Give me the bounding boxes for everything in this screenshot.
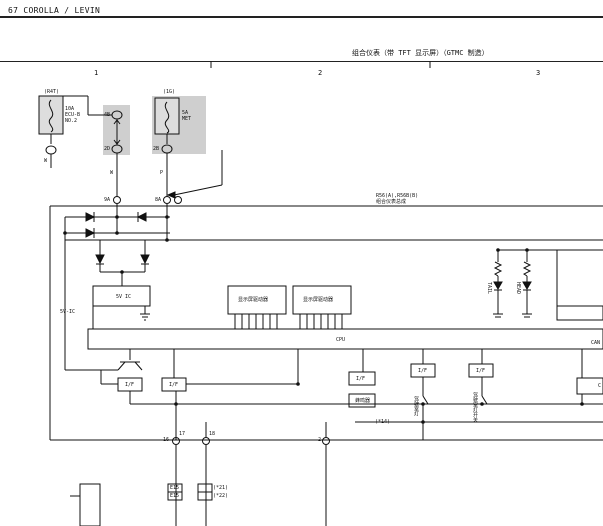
io-label-c: C	[598, 383, 602, 389]
connector-row-1: E15	[170, 485, 180, 491]
connector-row-4: (*22)	[213, 493, 229, 499]
wire-color-3: P	[160, 170, 164, 176]
connector-row-3: (*21)	[213, 485, 229, 491]
combo-meter-label: R56(A),R56B(B) 组合仪表总成	[376, 193, 419, 205]
fuse-2-name: MET	[182, 116, 192, 122]
fuse-2-ref: (1G)	[163, 89, 176, 95]
column-number-1: 1	[94, 69, 99, 77]
lower-pin-17: 17	[179, 431, 186, 437]
driver-label-2: 显示屏驱动器	[303, 297, 334, 303]
column-number-3: 3	[536, 69, 541, 77]
fuse-2-rating: 5A	[182, 110, 189, 116]
driver-label-1: 显示屏驱动器	[238, 297, 269, 303]
can-label: CAN	[591, 340, 601, 346]
fuse-1-name: ECU-B	[65, 112, 81, 118]
connector-label-2b: 2B	[153, 146, 160, 152]
pin-label-8a: 8A	[155, 197, 162, 203]
ic-pin-label: 5V-IC	[60, 309, 76, 315]
fuse-1-ref: (R4T)	[44, 89, 60, 95]
switch-label-1: 驾驶室灯	[413, 396, 419, 416]
ic-block-label: 5V IC	[116, 294, 132, 300]
connector-label-2d: 2D	[104, 146, 111, 152]
lower-label-ref: (*14)	[375, 419, 391, 425]
diagram-title: 组合仪表（带 TFT 显示屏）（GTMC 制造）	[352, 49, 489, 57]
io-label-5: I/F	[476, 368, 486, 374]
io-label-1: I/F	[125, 382, 135, 388]
page-header: 67 COROLLA / LEVIN	[8, 6, 101, 15]
switch-label-2: 驾驶室灯开关	[472, 392, 478, 422]
io-label-3: I/F	[356, 376, 366, 382]
fuse-1-rating: 10A	[65, 106, 75, 112]
connector-label-4b: 4B	[104, 112, 111, 118]
led-label-head: HEAD	[515, 282, 521, 295]
pin-label-16: 16	[163, 437, 170, 443]
pin-label-2: 2	[318, 437, 322, 443]
io-label-2: I/F	[169, 382, 179, 388]
column-number-2: 2	[318, 69, 323, 77]
fuse-1-extra: NO.2	[65, 118, 78, 124]
wire-color-2: W	[110, 170, 114, 176]
io-label-4: I/F	[418, 368, 428, 374]
section-rule	[0, 61, 603, 62]
led-label-tail: TAIL	[486, 282, 492, 295]
pin-label-9a: 9A	[104, 197, 111, 203]
buzzer-label: 蜂鸣器	[355, 398, 371, 404]
lower-pin-18: 18	[209, 431, 216, 437]
header-rule	[0, 16, 603, 18]
wire-color-1: W	[44, 158, 48, 164]
connector-row-2: E15	[170, 493, 180, 499]
cpu-label: CPU	[336, 337, 346, 343]
